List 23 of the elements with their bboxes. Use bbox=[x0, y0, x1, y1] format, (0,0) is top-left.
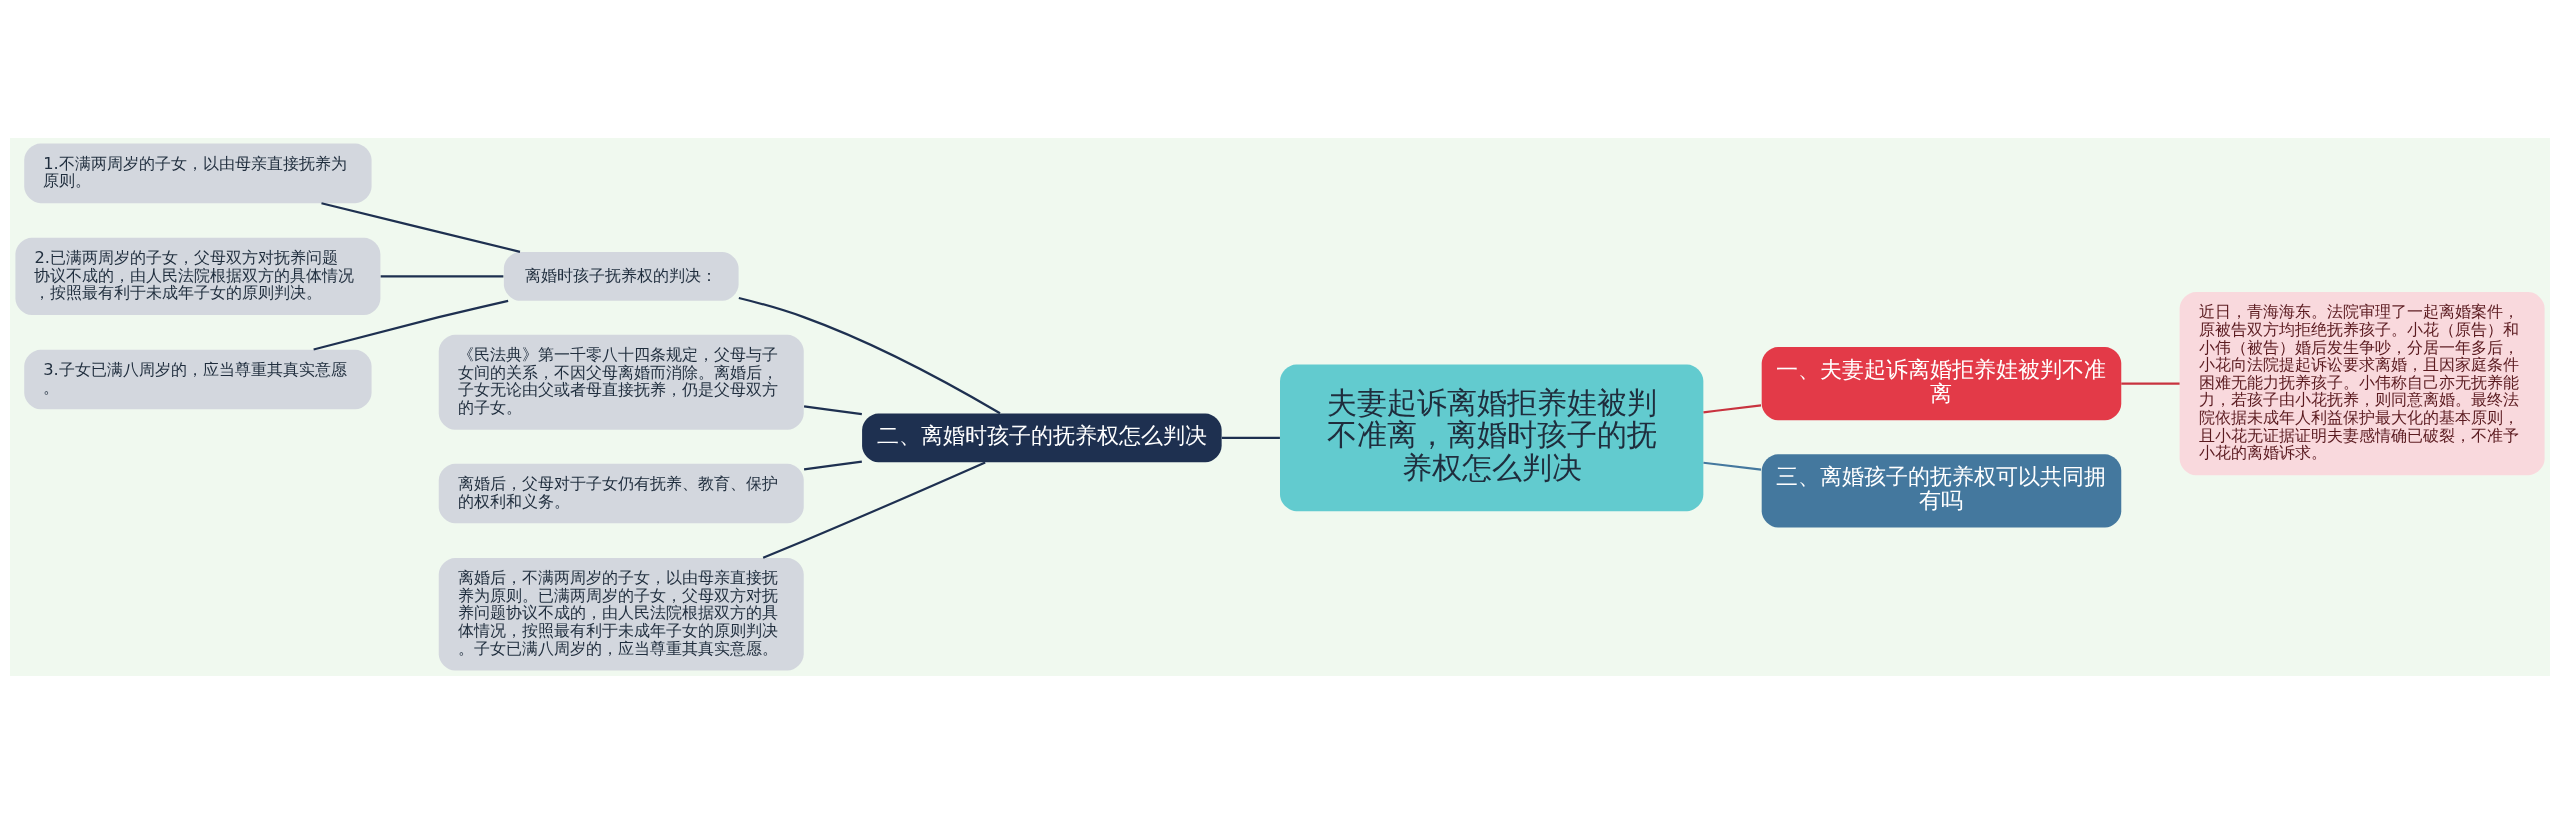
node-box: 离婚时孩子抚养权的判决： bbox=[503, 251, 739, 301]
connector bbox=[1703, 403, 1762, 413]
connector bbox=[380, 274, 504, 277]
connector bbox=[803, 404, 862, 415]
connector bbox=[321, 201, 521, 253]
node-box: 离婚后，父母对于子女仍有抚养、教育、保护的权利和义务。 bbox=[438, 463, 804, 523]
connector bbox=[2121, 382, 2180, 385]
connector bbox=[738, 296, 1001, 414]
node-box: 3.子女已满八周岁的，应当尊重其真实意愿。 bbox=[24, 349, 372, 409]
node-box: 近日，青海海东。法院审理了一起离婚案件，原被告双方均拒绝抚养孩子。小花（原告）和小伟（被告）婚后发生争吵，分居一年多后，小花向法院提起诉讼要求离婚，且因家庭条件困难无能力抚养孩子。小伟称自己亦无抚养能力，若孩子由小花抚养，则同意离婚。最终法院依据未成年人利益保护最大化的基本原则，且小花无证据证明夫妻感情确已破裂，不准予小花的离婚诉求。 bbox=[2179, 291, 2545, 475]
connector bbox=[762, 460, 986, 559]
node-box: 二、离婚时孩子的抚养权怎么判决 bbox=[862, 412, 1222, 462]
node-box: 夫妻起诉离婚拒养娃被判不准离，离婚时孩子的抚养权怎么判决 bbox=[1280, 364, 1704, 511]
connector bbox=[1703, 461, 1762, 471]
node-box: 2.已满两周岁的子女，父母双方对抚养问题协议不成的，由人民法院根据双方的具体情况，按照最有利于未成年子女的原则判决。 bbox=[15, 237, 381, 315]
node-box: 《民法典》第一千零八十四条规定，父母与子女间的关系，不因父母离婚而消除。离婚后，子女无论由父或者母直接抚养，仍是父母双方的子女。 bbox=[438, 334, 804, 430]
node-box: 1.不满两周岁的子女，以由母亲直接抚养为原则。 bbox=[24, 142, 372, 203]
node-box: 一、夫妻起诉离婚拒养娃被判不准离 bbox=[1761, 346, 2122, 420]
node-box: 离婚后，不满两周岁的子女，以由母亲直接抚养为原则。已满两周岁的子女，父母双方对抚养问题协议不成的，由人民法院根据双方的具体情况，按照最有利于未成年子女的原则判决。子女已满八周岁的，应当尊重其真实意愿。 bbox=[438, 557, 804, 671]
connector bbox=[313, 299, 509, 351]
connector bbox=[1221, 436, 1280, 439]
connector bbox=[803, 460, 862, 470]
node-box: 三、离婚孩子的抚养权可以共同拥有吗 bbox=[1761, 453, 2122, 527]
